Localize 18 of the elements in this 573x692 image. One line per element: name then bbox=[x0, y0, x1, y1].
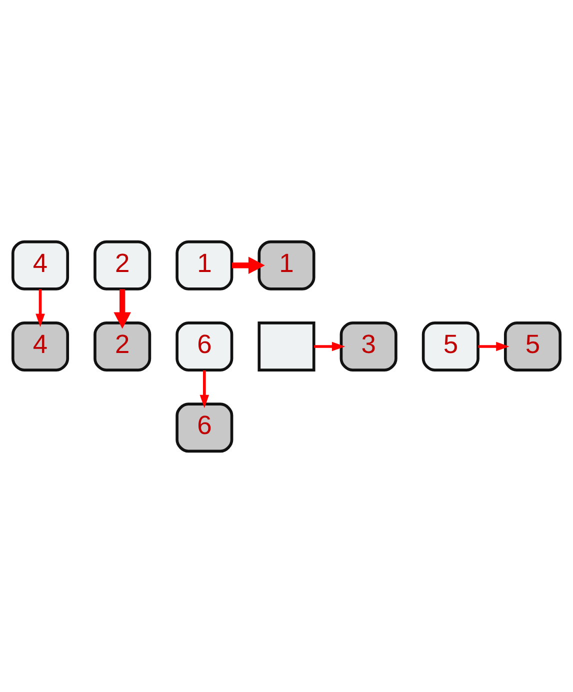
arrow bbox=[36, 288, 45, 326]
node-box: 4 bbox=[11, 321, 70, 371]
node-box: 2 bbox=[94, 321, 152, 371]
node-box: 4 bbox=[11, 240, 70, 290]
arrow bbox=[314, 341, 346, 351]
node-box bbox=[258, 321, 316, 371]
arrow bbox=[478, 341, 510, 351]
node-box: 2 bbox=[94, 240, 152, 290]
node-box: 6 bbox=[176, 402, 234, 452]
arrow bbox=[114, 288, 131, 328]
node-box: 1 bbox=[258, 240, 316, 290]
arrow bbox=[232, 256, 265, 274]
node-box: 3 bbox=[340, 321, 398, 371]
node-box: 1 bbox=[176, 240, 234, 290]
node-box: 5 bbox=[422, 321, 480, 371]
arrow bbox=[200, 370, 210, 408]
node-box: 5 bbox=[504, 321, 562, 371]
node-box: 6 bbox=[176, 321, 234, 371]
